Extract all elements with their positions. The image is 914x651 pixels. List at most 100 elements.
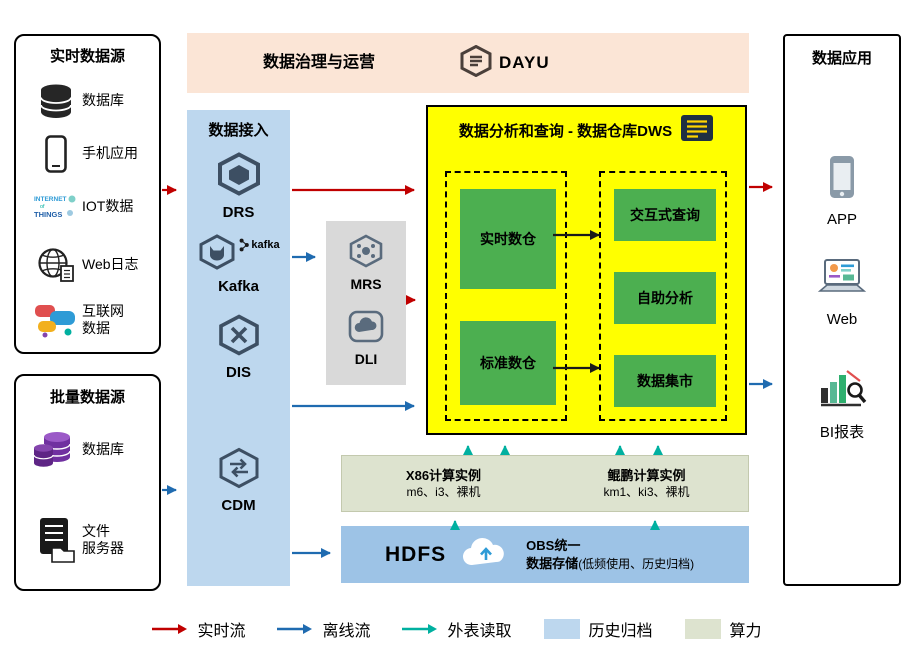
governance-banner: 数据治理与运营 DAYU [187, 33, 749, 93]
x86-title: X86计算实例 [405, 467, 482, 483]
storage-box: HDFS OBS统一 数据存储(低频使用、历史归档) [341, 526, 749, 583]
teal-arrow-icon [402, 624, 438, 634]
svg-text:INTERNET: INTERNET [34, 196, 67, 203]
middleware-item-label: MRS [350, 276, 382, 292]
x86-subtitle: m6、i3、裸机 [406, 485, 481, 500]
dayu-text: DAYU [499, 53, 550, 72]
realtime-sources-title: 实时数据源 [49, 48, 125, 65]
ingestion-title: 数据接入 [208, 122, 269, 139]
kunpeng-compute: 鲲鹏计算实例 km1、ki3、裸机 [545, 456, 748, 511]
dws-query-group: 交互式查询 自助分析 数据集市 [599, 171, 727, 421]
red-arrow-icon [152, 624, 188, 634]
phone-icon [30, 135, 82, 173]
purple-database-icon [30, 429, 82, 471]
applications-panel: 数据应用 APP [783, 34, 901, 586]
x86-compute: X86计算实例 m6、i3、裸机 [342, 456, 545, 511]
ingestion-item-drs: DRS [187, 152, 290, 221]
source-item-label: 数据库 [82, 441, 124, 458]
legend-compute-power: 算力 [684, 617, 762, 641]
iot-wordcloud-icon: INTERNET of THINGS [30, 192, 82, 222]
globe-icon [30, 247, 82, 283]
archive-swatch [543, 619, 580, 639]
kafka-wordmark: kafka [239, 238, 280, 252]
source-item-database: 数据库 [16, 79, 159, 123]
hdfs-label: HDFS [385, 542, 447, 566]
app-item-label: Web [826, 311, 858, 328]
source-item-label: 数据库 [82, 92, 124, 109]
ingestion-item-label: CDM [221, 497, 256, 514]
legend-archive: 历史归档 [543, 617, 653, 641]
source-item-label: Web日志 [82, 256, 139, 273]
svg-text:of: of [40, 204, 45, 210]
compute-swatch [684, 619, 721, 639]
source-item-mobile: 手机应用 [16, 132, 159, 176]
module-interactive-query: 交互式查询 [614, 189, 716, 241]
module-self-service-analysis: 自助分析 [614, 272, 716, 324]
kafka-icon [197, 234, 237, 275]
source-item-batch-database: 数据库 [16, 427, 159, 473]
ingestion-item-label: DIS [225, 364, 251, 381]
file-server-icon [30, 516, 82, 564]
internet-bubbles-icon [30, 302, 82, 338]
ingestion-item-label: Kafka [218, 278, 259, 295]
kunpeng-subtitle: km1、ki3、裸机 [603, 485, 690, 500]
legend: 实时流 离线流 外表读取 历史归档 算力 [0, 612, 914, 646]
source-item-internet: 互联网 数据 [16, 295, 159, 345]
middleware-item-dli: DLI [326, 310, 406, 367]
legend-label: 历史归档 [588, 623, 653, 640]
app-item-app: APP [785, 154, 899, 228]
compute-instances-box: X86计算实例 m6、i3、裸机 鲲鹏计算实例 km1、ki3、裸机 [341, 455, 749, 512]
batch-sources-panel: 批量数据源 数据库 [14, 374, 161, 591]
legend-offline: 离线流 [277, 617, 370, 641]
blue-arrow-icon [277, 624, 313, 634]
dws-warehouse-group: 实时数仓 标准数仓 [445, 171, 567, 421]
ingestion-item-kafka: kafka Kafka [187, 234, 290, 295]
database-icon [30, 83, 82, 119]
middleware-item-mrs: MRS [326, 234, 406, 292]
applications-title: 数据应用 [811, 50, 872, 67]
cdm-icon [216, 447, 262, 494]
realtime-sources-panel: 实时数据源 数据库 手机应用 [14, 34, 161, 354]
legend-label: 实时流 [197, 623, 246, 640]
legend-label: 算力 [729, 623, 762, 640]
ingestion-item-cdm: CDM [187, 447, 290, 514]
source-item-label: 互联网 数据 [82, 302, 124, 337]
source-item-file-server: 文件 服务器 [16, 512, 159, 568]
dis-icon [216, 314, 262, 361]
governance-title: 数据治理与运营 [263, 54, 376, 71]
obs-line1: OBS统一 [526, 537, 581, 553]
batch-sources-title: 批量数据源 [49, 389, 125, 406]
module-data-mart: 数据集市 [614, 355, 716, 407]
dli-icon [348, 310, 384, 348]
middleware-box: MRS DLI [326, 221, 406, 385]
ingestion-item-label: DRS [222, 204, 255, 221]
app-item-web: Web [785, 258, 899, 328]
app-item-label: BI报表 [819, 424, 865, 441]
obs-cloud-icon [459, 534, 513, 575]
ingestion-item-dis: DIS [187, 314, 290, 381]
kafka-logo-icon [240, 238, 250, 252]
legend-label: 外表读取 [447, 623, 512, 640]
bi-chart-icon [817, 366, 867, 415]
module-realtime-warehouse: 实时数仓 [460, 189, 556, 289]
drs-icon [215, 152, 263, 201]
legend-label: 离线流 [322, 623, 371, 640]
source-item-label: 文件 服务器 [82, 522, 124, 557]
app-item-label: APP [826, 211, 857, 228]
mrs-icon [347, 234, 385, 273]
obs-note: (低频使用、历史归档) [578, 556, 695, 571]
legend-realtime: 实时流 [152, 617, 245, 641]
document-icon [680, 114, 714, 147]
obs-text: OBS统一 数据存储(低频使用、历史归档) [526, 537, 694, 572]
dws-title: 数据分析和查询 - 数据仓库DWS [458, 123, 673, 140]
ingestion-column: 数据接入 DRS [187, 110, 290, 586]
obs-line2: 数据存储 [526, 555, 579, 571]
dayu-logo: DAYU [459, 33, 550, 93]
module-standard-warehouse: 标准数仓 [460, 321, 556, 405]
dayu-icon [459, 44, 493, 82]
source-item-label: 手机应用 [82, 145, 138, 162]
dws-box: 数据分析和查询 - 数据仓库DWS 实时数仓 标准数仓 交互式查询 自助分析 数… [426, 105, 747, 435]
app-phone-icon [828, 154, 856, 205]
middleware-item-label: DLI [354, 351, 378, 367]
